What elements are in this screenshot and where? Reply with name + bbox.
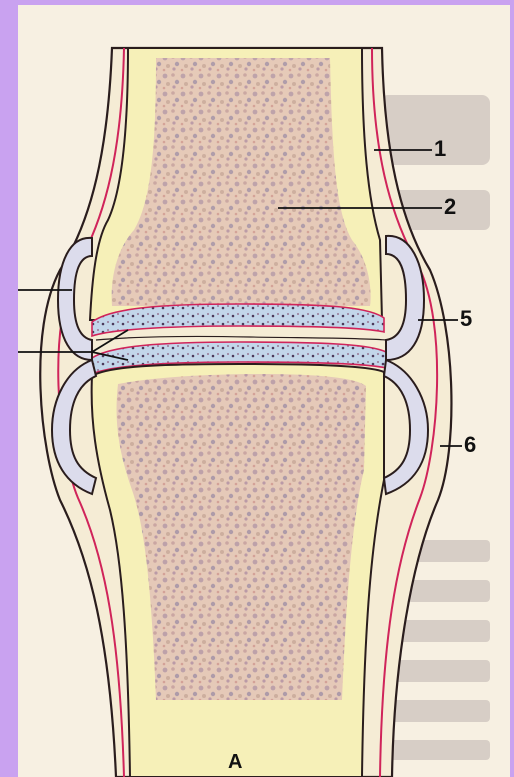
label-1: 1 xyxy=(434,138,446,160)
label-5: 5 xyxy=(460,308,472,330)
label-6: 6 xyxy=(464,434,476,456)
caption-A: A xyxy=(228,752,242,772)
lower-bone-spongy xyxy=(117,374,366,700)
label-2: 2 xyxy=(444,196,456,218)
